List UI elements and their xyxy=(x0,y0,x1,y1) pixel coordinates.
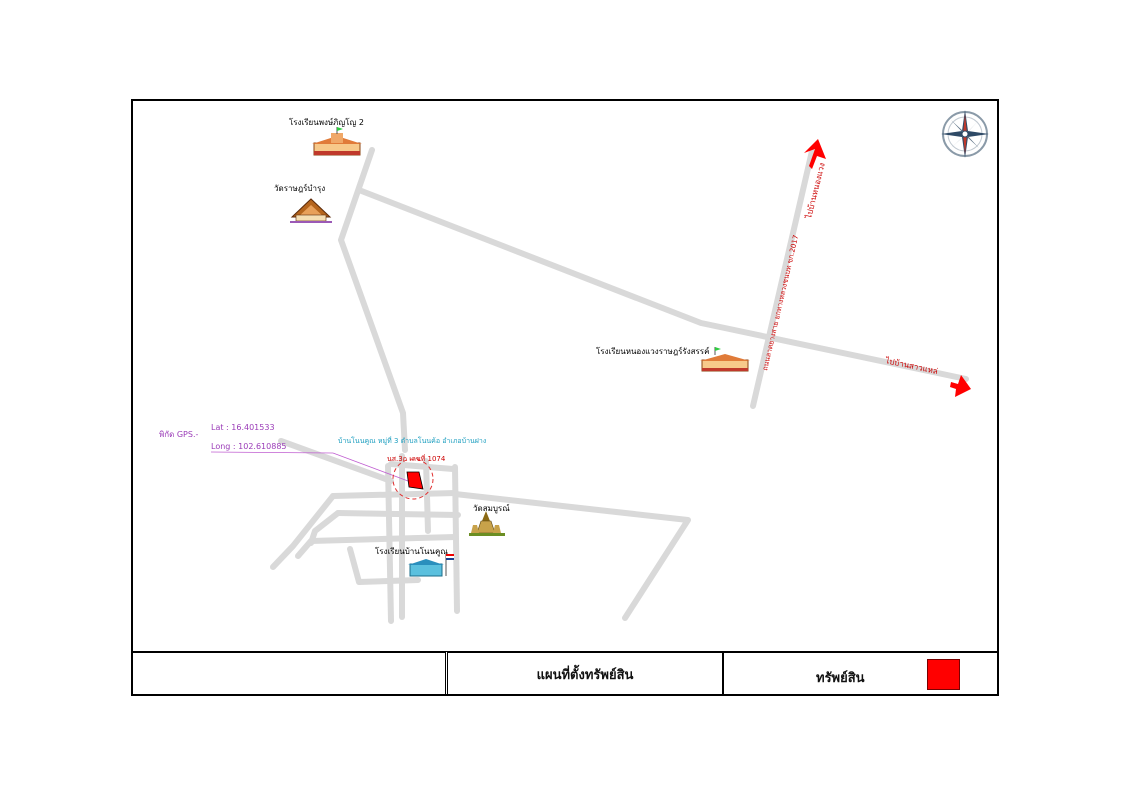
school-icon xyxy=(700,347,750,372)
road xyxy=(335,510,461,518)
legend-blank-cell xyxy=(133,651,448,696)
road xyxy=(347,546,421,585)
road xyxy=(452,491,691,621)
road xyxy=(356,187,969,382)
legend-title-cell: แผนที่ตั้งทรัพย์สิน xyxy=(448,651,724,696)
school-icon xyxy=(408,554,454,577)
gps-leader-line xyxy=(210,451,334,454)
legend-asset-label: ทรัพย์สิน xyxy=(816,671,865,686)
road xyxy=(750,148,815,409)
road xyxy=(388,461,456,472)
label-school-nongwaeng: โรงเรียนหนองแวงราษฎร์รังสรรค์ xyxy=(596,346,709,356)
label-school-pongpanya: โรงเรียนพงษ์ภิญโญ 2 xyxy=(289,117,364,127)
temple-icon xyxy=(290,198,332,223)
gps-leader-line xyxy=(332,452,409,482)
gps-long: Long : 102.610885 xyxy=(211,442,287,451)
road xyxy=(270,493,336,570)
arrow-icon xyxy=(950,375,971,397)
label-school-bannonkhun: โรงเรียนบ้านโนนคูณ xyxy=(375,546,448,557)
gps-lat: Lat : 16.401533 xyxy=(211,423,275,432)
label-wat-somboon: วัดสมบูรณ์ xyxy=(473,503,510,514)
label-wat-ratbamrung: วัดราษฎร์บำรุง xyxy=(274,183,325,193)
legend-asset-cell: ทรัพย์สิน xyxy=(724,651,997,696)
asset-marker-icon xyxy=(392,458,434,500)
map-frame: ไปบ้านหนองแวง ถนนลาดยางสาย ยกทางหลวงชนบท… xyxy=(131,99,999,696)
roads xyxy=(270,147,969,624)
road xyxy=(295,538,314,559)
temple-icon xyxy=(469,511,505,536)
school-icon xyxy=(312,127,362,156)
map-canvas: ไปบ้านหนองแวง ถนนลาดยางสาย ยกทางหลวงชนบท… xyxy=(159,110,989,624)
road xyxy=(308,534,458,544)
road xyxy=(330,490,459,499)
legend-title: แผนที่ตั้งทรัพย์สิน xyxy=(536,668,634,683)
road xyxy=(385,463,394,624)
asset-color-swatch xyxy=(927,659,960,690)
compass-rose-icon xyxy=(941,110,989,158)
label-plot-1074: นส.3ก เลขที่ 1074 xyxy=(387,454,446,463)
road xyxy=(278,438,394,484)
gps-title: พิกัด GPS.- xyxy=(159,430,199,439)
road xyxy=(338,147,408,453)
arrow-icon xyxy=(804,139,826,169)
road-label-highway: ถนนลาดยางสาย ยกทางหลวงชนบท ขก.2017 xyxy=(761,234,800,371)
label-village: บ้านโนนคูณ หมู่ที่ 3 ตำบลโนนค้อ อำเภอบ้า… xyxy=(338,436,486,445)
road-label-east: ไปบ้านสาวแหล่ xyxy=(884,356,939,376)
